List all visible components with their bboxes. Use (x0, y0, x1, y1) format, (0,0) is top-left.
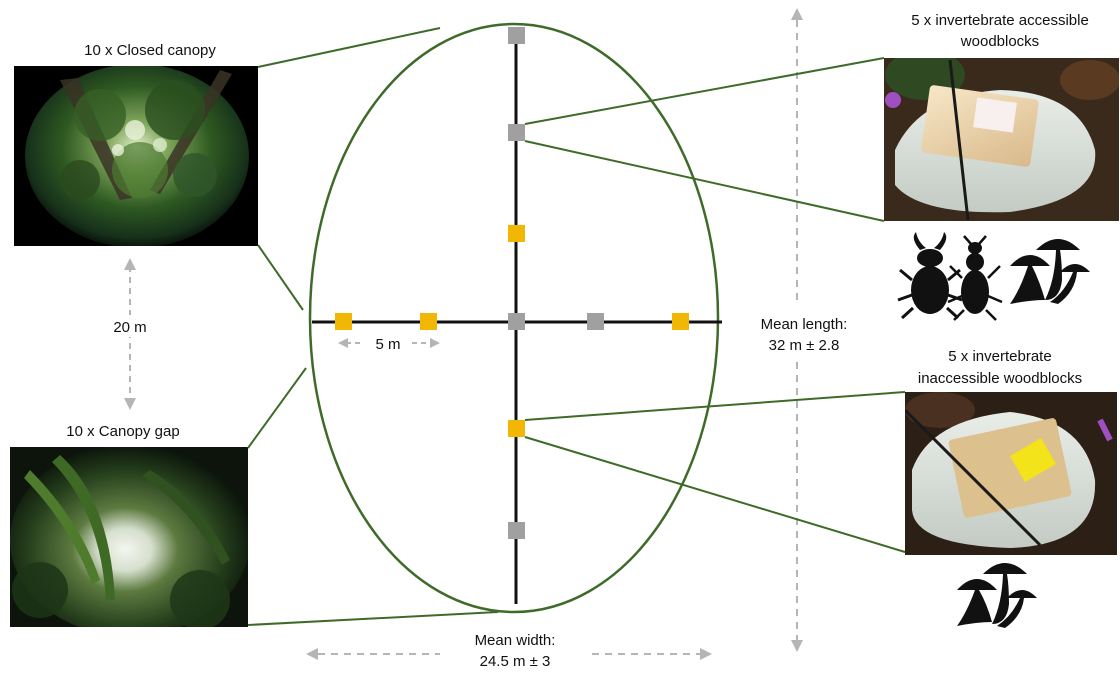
fungi-icon (1010, 239, 1090, 304)
inaccessible-block-marker (508, 420, 525, 437)
mean-width-value: 24.5 m ± 3 (480, 653, 551, 670)
zoom-connectors-right (524, 57, 906, 553)
plot-outline (308, 22, 720, 614)
woodblock-markers (335, 27, 689, 539)
mean-length-value: 32 m ± 2.8 (769, 337, 840, 354)
accessible-blocks-title: 5 x invertebrate accessible (911, 12, 1089, 29)
inaccessible-blocks-subtitle: inaccessible woodblocks (918, 370, 1082, 387)
stag-beetle-icon (897, 232, 963, 320)
accessible-block-marker (508, 313, 525, 330)
mean-length-arrow (791, 8, 803, 652)
inaccessible-block-marker (420, 313, 437, 330)
inaccessible-blocks-title: 5 x invertebrate (948, 348, 1051, 365)
mean-length-label: Mean length: (761, 316, 848, 333)
zoom-connectors-left (247, 27, 499, 626)
accessible-block-marker (508, 522, 525, 539)
accessible-block-photo (884, 58, 1119, 221)
block-spacing-arrow (338, 338, 440, 348)
block-spacing-label: 5 m (375, 336, 400, 353)
mean-width-arrow (306, 648, 712, 660)
ant-beetle-icon (947, 235, 1003, 321)
accessible-block-marker (508, 27, 525, 44)
inaccessible-block-marker (508, 225, 525, 242)
inaccessible-block-marker (335, 313, 352, 330)
canopy-gap-photo (10, 447, 248, 627)
inaccessible-block-marker (672, 313, 689, 330)
fungi-icon (957, 563, 1037, 628)
inaccessible-block-photo (905, 392, 1117, 555)
closed-canopy-title: 10 x Closed canopy (84, 42, 216, 59)
closed-canopy-photo (14, 66, 258, 246)
mean-width-label: Mean width: (475, 632, 556, 649)
accessible-block-marker (508, 124, 525, 141)
accessible-block-marker (587, 313, 604, 330)
canopy-gap-title: 10 x Canopy gap (66, 423, 179, 440)
site-distance-label: 20 m (113, 319, 146, 336)
accessible-blocks-subtitle: woodblocks (960, 33, 1039, 50)
